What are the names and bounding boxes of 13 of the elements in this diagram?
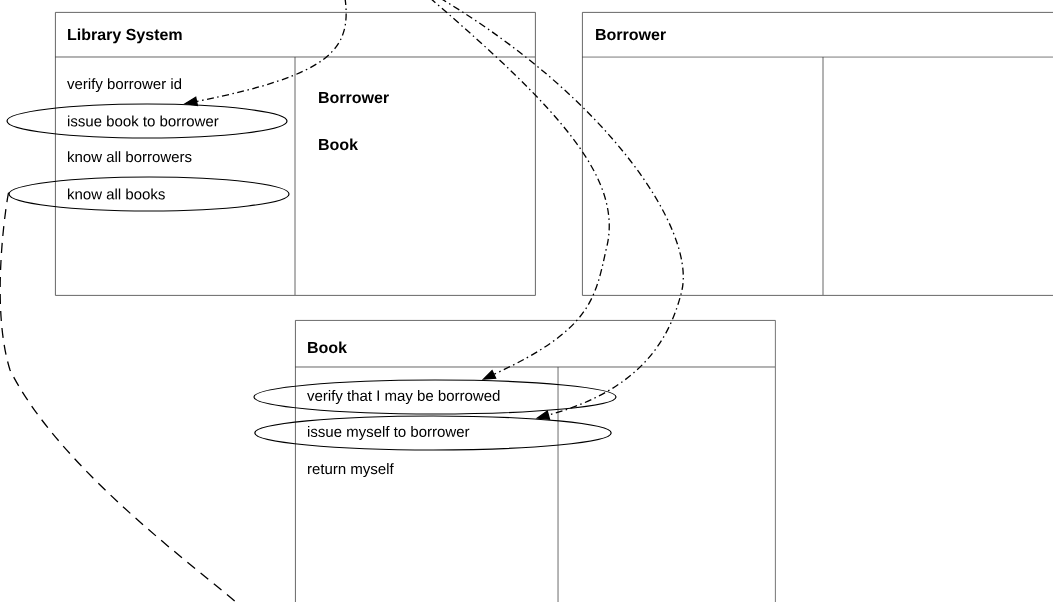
- collaborator-text: Borrower: [319, 92, 389, 104]
- circled-responsibility: know all books: [8, 176, 290, 212]
- responsibility-text: return myself: [308, 463, 394, 478]
- arrow: [429, 0, 610, 380]
- responsibility-text: verify borrower id: [67, 78, 182, 93]
- card-title: Book: [308, 341, 347, 354]
- card-title: Borrower: [596, 29, 666, 41]
- collaborator-text: Book: [319, 138, 358, 151]
- responsibility-text: know all borrowers: [68, 151, 192, 163]
- card-title: Library System: [68, 28, 182, 44]
- circled-responsibility: issue book to borrower: [6, 103, 288, 139]
- circled-responsibility: issue myself to borrower: [254, 415, 612, 451]
- circled-responsibility: verify that I may be borrowed: [253, 379, 617, 415]
